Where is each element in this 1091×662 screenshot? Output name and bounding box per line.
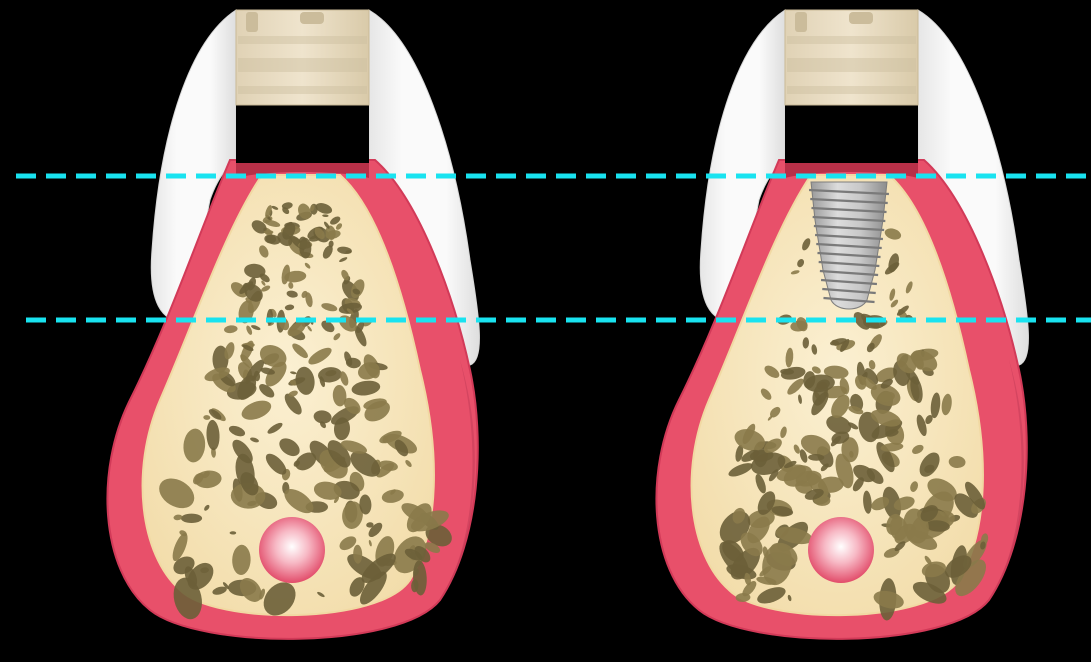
mandibular-canal — [808, 517, 874, 583]
sleeve-ring — [238, 58, 367, 72]
sleeve-ring — [787, 86, 916, 94]
sleeve-notch-left — [246, 12, 258, 32]
sleeve-notch-right — [849, 12, 873, 24]
mandibular-canal — [259, 517, 325, 583]
panel-before — [107, 10, 479, 639]
sleeve-ring — [787, 58, 916, 72]
guide-sleeve-opening — [236, 105, 369, 163]
panel-after — [656, 10, 1028, 639]
guide-sleeve — [236, 10, 369, 105]
sleeve-ring — [787, 36, 916, 44]
sleeve-notch-left — [795, 12, 807, 32]
sleeve-notch-right — [300, 12, 324, 24]
guide-sleeve-opening — [785, 105, 918, 163]
sleeve-ring — [238, 86, 367, 94]
guide-sleeve — [785, 10, 918, 105]
trabecula — [181, 514, 202, 523]
sleeve-ring — [238, 36, 367, 44]
